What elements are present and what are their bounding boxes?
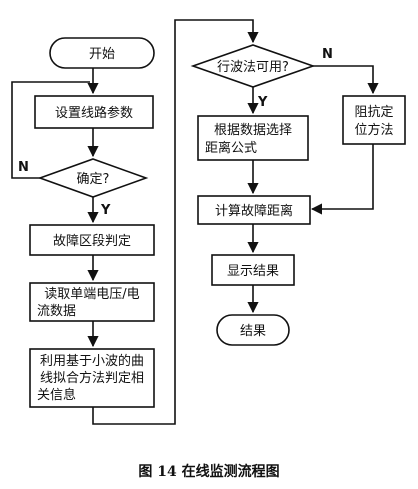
arrow-confirm-no-loop — [11, 81, 90, 179]
fault-section-label: 故障区段判定 — [53, 234, 131, 249]
impedance-node: 阻抗定 位方法 — [342, 95, 406, 145]
impedance-line2: 位方法 — [354, 122, 393, 138]
traveling-no-label: N — [322, 47, 333, 62]
fault-section-node: 故障区段判定 — [29, 224, 155, 256]
start-node: 开始 — [49, 37, 155, 69]
read-data-line1: 读取单端电压/电 — [44, 287, 139, 302]
wavelet-node: 利用基于小波的曲 线拟合方法判定相 关信息 — [29, 348, 155, 408]
arrow-traveling-no — [313, 65, 379, 95]
read-data-line2: 流数据 — [37, 304, 76, 319]
traveling-decision: 行波法可用? — [190, 44, 316, 88]
read-data-node: 读取单端电压/电 流数据 — [29, 282, 155, 322]
wavelet-line2: 线拟合方法判定相 — [40, 370, 144, 386]
calc-label: 计算故障距离 — [215, 203, 293, 219]
show-result-node: 显示结果 — [211, 254, 295, 286]
confirm-label: 确定? — [77, 172, 110, 187]
traveling-yes-label: Y — [257, 95, 268, 110]
select-line1: 根据数据选择 — [214, 123, 292, 138]
arrow-wavelet-to-traveling — [92, 19, 259, 425]
impedance-line1: 阻抗定 — [354, 105, 393, 120]
confirm-decision: 确定? — [37, 158, 149, 198]
end-label: 结果 — [240, 324, 266, 339]
set-params-node: 设置线路参数 — [34, 95, 154, 129]
wavelet-line3: 关信息 — [37, 387, 76, 403]
calc-distance-node: 计算故障距离 — [197, 195, 311, 225]
start-label: 开始 — [89, 47, 115, 62]
select-line2: 距离公式 — [205, 140, 257, 156]
figure-caption: 图 14 在线监测流程图 — [138, 463, 279, 480]
show-label: 显示结果 — [227, 264, 279, 279]
confirm-yes-label: Y — [100, 203, 111, 218]
select-formula-node: 根据数据选择 距离公式 — [197, 115, 309, 161]
arrow-impedance-to-calc — [310, 144, 374, 215]
wavelet-line1: 利用基于小波的曲 — [40, 353, 144, 369]
traveling-label: 行波法可用? — [217, 60, 289, 75]
set-params-label: 设置线路参数 — [55, 105, 133, 121]
confirm-no-label: N — [18, 160, 29, 175]
end-node: 结果 — [216, 314, 290, 346]
